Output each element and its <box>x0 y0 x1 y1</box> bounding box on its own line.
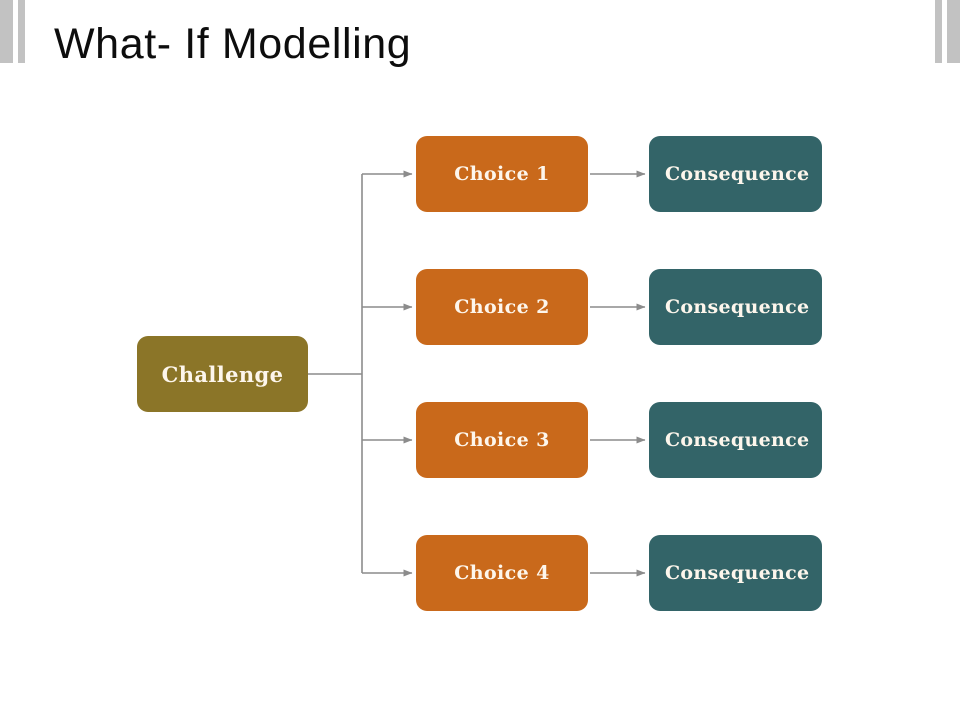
node-choice-3[interactable]: Choice 3 <box>416 402 588 478</box>
node-consequence-1[interactable]: Consequence <box>649 136 822 212</box>
slide-title: What- If Modelling <box>54 20 412 68</box>
left-thin-accent-bar <box>18 0 25 63</box>
node-consequence-2[interactable]: Consequence <box>649 269 822 345</box>
node-choice-4[interactable]: Choice 4 <box>416 535 588 611</box>
node-consequence-4[interactable]: Consequence <box>649 535 822 611</box>
node-choice-2[interactable]: Choice 2 <box>416 269 588 345</box>
right-wide-accent-bar <box>947 0 960 63</box>
node-choice-1[interactable]: Choice 1 <box>416 136 588 212</box>
right-thin-accent-bar <box>935 0 942 63</box>
left-wide-accent-bar <box>0 0 13 63</box>
node-challenge[interactable]: Challenge <box>137 336 308 412</box>
node-consequence-3[interactable]: Consequence <box>649 402 822 478</box>
